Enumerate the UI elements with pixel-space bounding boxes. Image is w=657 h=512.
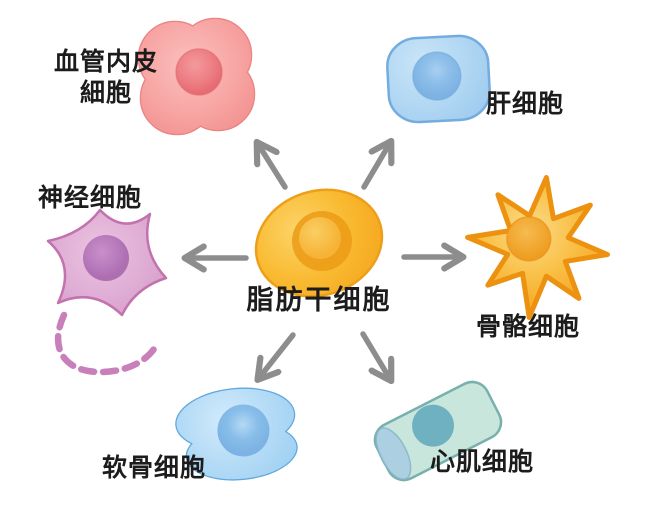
cardiac-cell-illustration	[373, 380, 503, 482]
cardiac-cylinder-cap	[375, 427, 412, 481]
neural-cell-label: 神经细胞	[38, 184, 143, 212]
stem-cell-illustration	[254, 188, 384, 298]
bone-cell-label: 骨骼细胞	[476, 313, 581, 341]
arrow-up-left	[258, 144, 288, 190]
endothelial-label-line1: 血管内皮	[53, 48, 158, 76]
neural-axon	[54, 311, 162, 376]
neural-nucleus	[83, 235, 129, 281]
arrow-down-right	[360, 331, 390, 379]
differentiation-arrows	[187, 143, 461, 379]
endothelial-cell-label: 血管内皮 細胞	[30, 47, 182, 109]
cardiac-nucleus	[412, 404, 455, 447]
cartilage-cell-illustration	[175, 387, 298, 481]
cartilage-nucleus	[217, 404, 270, 457]
liver-cell-illustration	[386, 34, 491, 124]
arrow-down-left	[259, 332, 296, 378]
endothelial-nucleus	[175, 48, 223, 96]
stem-cell-label: 脂肪干细胞	[246, 285, 392, 315]
stem-nucleus	[299, 217, 341, 259]
neural-cell-illustration	[46, 208, 168, 376]
endothelial-cell-illustration	[137, 17, 256, 136]
cardiac-cell-label: 心肌细胞	[430, 448, 535, 476]
liver-nucleus	[412, 51, 462, 101]
cartilage-cell-label: 软骨细胞	[102, 454, 207, 482]
bone-nucleus	[506, 216, 552, 262]
bone-cell-illustration	[465, 175, 610, 320]
liver-cell-label: 肝细胞	[486, 90, 565, 118]
endothelial-label-line2: 細胞	[79, 79, 132, 107]
arrow-up-right	[361, 143, 390, 190]
